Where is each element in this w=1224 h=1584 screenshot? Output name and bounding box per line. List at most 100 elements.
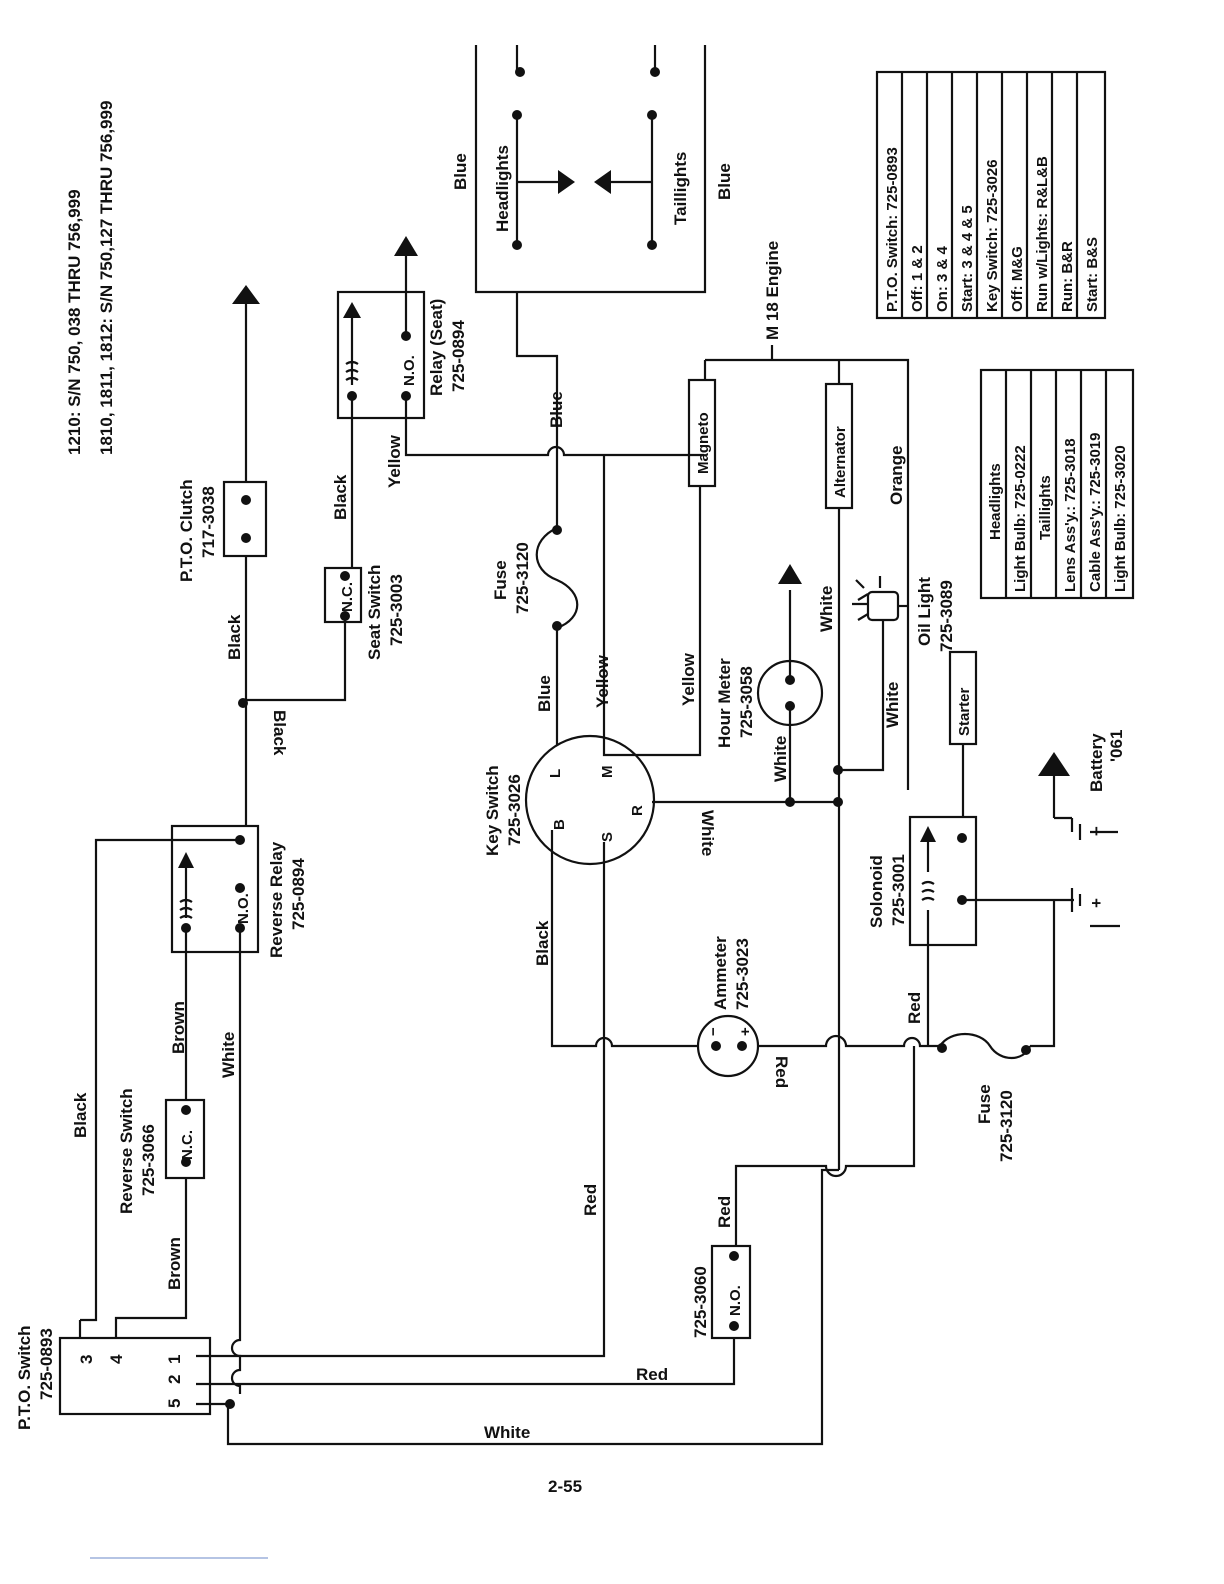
wire-black-label: Black — [71, 1092, 90, 1138]
relay-seat: N.O. Relay (Seat) 725-0894 — [336, 236, 468, 420]
fuse-top-name: Fuse — [491, 560, 510, 600]
key-switch-terminal: L — [547, 769, 564, 778]
hour-meter: Hour Meter 725-3058 White — [715, 564, 824, 807]
wire-black-label: Black — [331, 474, 350, 520]
fuse-top-part: 725-3120 — [513, 542, 532, 614]
ammeter: − + Ammeter 725-3023 — [696, 936, 760, 1078]
reverse-relay-part: 725-0894 — [289, 858, 308, 930]
wire-orange-label: Orange — [887, 445, 906, 505]
reverse-relay-contact: N.O. — [235, 893, 252, 924]
solenoid-name: Solonoid — [867, 855, 886, 928]
pto-switch-terminal: 1 — [165, 1355, 184, 1364]
seat-switch-part: 725-3003 — [387, 574, 406, 646]
header-line2: 1810, 1811, 1812: S/N 750,127 THRU 756,9… — [97, 101, 116, 455]
wire-white-label: White — [883, 682, 902, 728]
key-switch-terminal: S — [599, 832, 616, 842]
lights-table-row: Light Bulb: 725-0222 — [1012, 445, 1029, 592]
seat-switch-name: Seat Switch — [365, 565, 384, 660]
wire-blue-label: Blue — [547, 391, 566, 428]
ammeter-part: 725-3023 — [733, 938, 752, 1010]
switch-table-row: Off: 1 & 2 — [909, 245, 926, 312]
solenoid-part: 725-3001 — [889, 854, 908, 926]
lights-box: Headlights Taillights Blue Blue — [451, 45, 734, 294]
switch-table-row: Start: B&S — [1084, 237, 1101, 312]
headlights-label: Headlights — [493, 145, 512, 232]
lights-table-row: Cable Ass'y.: 725-3019 — [1087, 433, 1104, 593]
header: 1210: S/N 750, 038 THRU 756,999 1810, 18… — [65, 101, 116, 455]
lights-table-row: Lens Ass'y.: 725-3018 — [1062, 438, 1079, 592]
relay-seat-part: 725-0894 — [449, 320, 468, 392]
relay-seat-name: Relay (Seat) — [427, 299, 446, 396]
pto-switch-name: P.T.O. Switch — [15, 1325, 34, 1430]
taillights-label: Taillights — [671, 152, 690, 225]
no-switch-part: 725-3060 — [691, 1266, 710, 1338]
battery-name: Battery — [1087, 733, 1106, 792]
switch-table-row: Run: B&R — [1059, 241, 1076, 312]
relay-seat-contact: N.O. — [401, 355, 418, 386]
battery-minus: − — [1087, 826, 1106, 836]
wire-yellow-label: Yellow — [593, 654, 612, 708]
wire-brown-label: Brown — [165, 1237, 184, 1290]
ammeter-plus: + — [737, 1027, 754, 1036]
pto-clutch-part: 717-3038 — [199, 486, 218, 558]
wire-white-label: White — [484, 1423, 530, 1442]
lights-table-row: Taillights — [1037, 475, 1054, 540]
no-switch: N.O. 725-3060 — [691, 1244, 752, 1340]
lights-table: Headlights Light Bulb: 725-0222 Tailligh… — [979, 368, 1135, 600]
fuse-bottom-name: Fuse — [975, 1084, 994, 1124]
pto-switch-terminal: 2 — [165, 1375, 184, 1384]
magneto-box — [687, 378, 717, 488]
reverse-switch-part: 725-3066 — [139, 1124, 158, 1196]
fuse-bottom-part: 725-3120 — [997, 1090, 1016, 1162]
key-switch: L M B S R Key Switch 725-3026 — [483, 734, 656, 866]
no-switch-contact: N.O. — [727, 1285, 744, 1316]
wire-blue-label: Blue — [535, 675, 554, 712]
switch-table-row: P.T.O. Switch: 725-0893 — [884, 147, 901, 312]
engine-label: M 18 Engine — [763, 241, 782, 340]
header-line1: 1210: S/N 750, 038 THRU 756,999 — [65, 189, 84, 455]
wire-white-label: White — [219, 1032, 238, 1078]
wire-white-label: White — [771, 736, 790, 782]
pto-switch-part: 725-0893 — [37, 1328, 56, 1400]
wire-red-label: Red — [581, 1184, 600, 1216]
switch-table-row: On: 3 & 4 — [934, 245, 951, 312]
reverse-switch-contact: N.C. — [179, 1130, 196, 1160]
battery-plus: + — [1087, 898, 1106, 908]
fuse-bottom: Fuse 725-3120 — [937, 1033, 1032, 1162]
reverse-relay-name: Reverse Relay — [267, 841, 286, 958]
pto-clutch-name: P.T.O. Clutch — [177, 479, 196, 582]
wire-black-label: Black — [533, 920, 552, 966]
wire-red-label: Red — [636, 1365, 668, 1384]
wire-black-label: Black — [270, 710, 289, 756]
wire-black-label: Black — [225, 614, 244, 660]
wire-blue-label: Blue — [451, 153, 470, 190]
pto-switch-terminal: 3 — [77, 1355, 96, 1364]
switch-table-row: Start: 3 & 4 & 5 — [959, 205, 976, 312]
oil-light: Oil Light 725-3089 White — [839, 576, 956, 772]
key-switch-part: 725-3026 — [505, 774, 524, 846]
magneto-label: Magneto — [695, 412, 712, 474]
pto-switch-terminal: 4 — [107, 1354, 126, 1364]
reverse-switch: N.C. Reverse Switch 725-3066 — [117, 1088, 206, 1214]
pto-switch-terminal: 5 — [165, 1399, 184, 1408]
starter-label: Starter — [956, 687, 973, 736]
switch-table: P.T.O. Switch: 725-0893 Off: 1 & 2 On: 3… — [875, 70, 1107, 320]
switch-table-row: Off: M&G — [1009, 246, 1026, 312]
ammeter-minus: − — [705, 1027, 722, 1036]
seat-switch-contact: N.C. — [339, 582, 356, 612]
hour-meter-name: Hour Meter — [715, 658, 734, 748]
key-switch-terminal: R — [629, 805, 646, 816]
wire-blue-label: Blue — [715, 163, 734, 200]
solenoid: Solonoid 725-3001 — [867, 815, 978, 1046]
engine: M 18 Engine Magneto Alternator Orange — [687, 241, 910, 790]
key-switch-terminal: B — [551, 819, 568, 830]
alternator-box — [824, 382, 854, 510]
reverse-switch-name: Reverse Switch — [117, 1088, 136, 1214]
key-switch-name: Key Switch — [483, 765, 502, 856]
wire-red-label: Red — [772, 1056, 791, 1088]
wire-yellow-label: Yellow — [679, 652, 698, 706]
battery-part: '061 — [1107, 730, 1126, 762]
wire-red-label: Red — [715, 1196, 734, 1228]
alternator-label: Alternator — [832, 426, 849, 498]
ammeter-name: Ammeter — [711, 936, 730, 1010]
